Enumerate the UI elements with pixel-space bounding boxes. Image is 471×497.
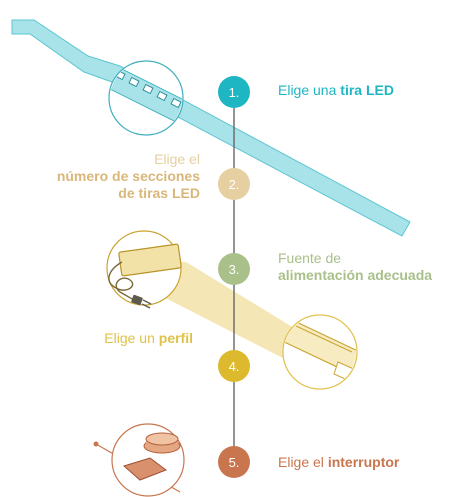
step-3-number: 3. [229, 262, 240, 277]
step-5-number: 5. [229, 455, 240, 470]
step-2-marker: 2. [218, 168, 250, 200]
step-4-marker: 4. [218, 350, 250, 382]
step-4-label-bold: perfil [158, 330, 193, 346]
step-2-line-3: de tiras LED [118, 185, 200, 201]
power-supply-icon [106, 230, 182, 309]
step-5-label-plain: Elige el [278, 454, 328, 470]
step-3-marker: 3. [218, 253, 250, 285]
step-4-number: 4. [229, 359, 240, 374]
step-1-label-bold: tira LED [340, 82, 394, 98]
step-1-label: Elige una tira LED [278, 82, 394, 99]
step-5-marker: 5. [218, 446, 250, 478]
step-4-label: Elige un perfil [104, 330, 193, 347]
step-1-number: 1. [229, 85, 240, 100]
step-3-line-1: Fuente de [278, 250, 342, 266]
step-5-label: Elige el interruptor [278, 454, 399, 471]
led-strip-illustration [11, 19, 411, 237]
step-3-line-2: alimentación adecuada [278, 267, 433, 283]
step-2-label: Elige el número de secciones de tiras LE… [0, 151, 200, 202]
step-2-line-1: Elige el [154, 151, 200, 167]
step-2-line-2: número de secciones [56, 168, 200, 184]
aluminium-profile-icon [282, 314, 358, 390]
switch-icon [93, 423, 185, 497]
step-2-number: 2. [229, 177, 240, 192]
step-5-label-bold: interruptor [327, 454, 400, 470]
step-1-label-plain: Elige una [278, 82, 341, 98]
step-3-label: Fuente de alimentación adecuada [278, 250, 432, 284]
step-4-label-plain: Elige un [104, 330, 159, 346]
step-1-marker: 1. [218, 76, 250, 108]
led-strip-band [11, 19, 411, 237]
